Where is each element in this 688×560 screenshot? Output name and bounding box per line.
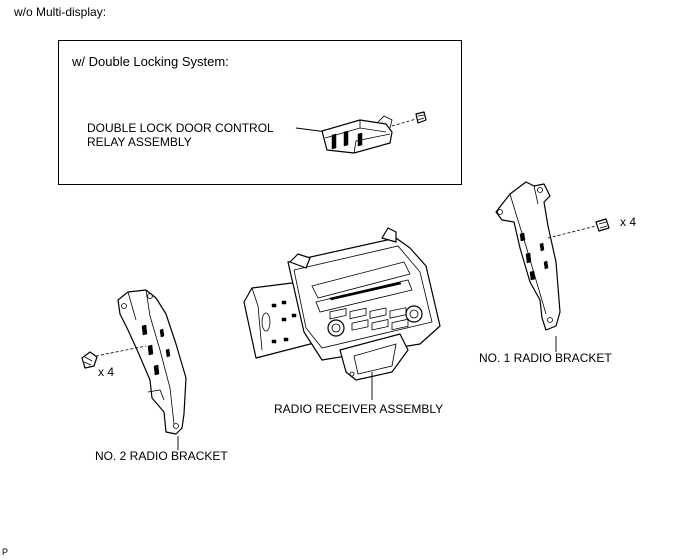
receiver-display [311,261,411,299]
relay-body [321,119,393,154]
no1-screw-qty: x 4 [620,215,637,229]
no2-bracket-label: NO. 2 RADIO BRACKET [95,449,228,463]
relay-tab [377,115,393,129]
corner-mark: P [2,547,9,557]
relay-label-line1: DOUBLE LOCK DOOR CONTROL [87,121,274,135]
receiver-faceplate [287,237,441,361]
inset-frame [58,40,462,185]
no2-bracket-body [117,289,187,435]
receiver-chassis-holes [271,300,297,344]
inset-title: w/ Double Locking System: [72,54,229,69]
condition-label: w/o Multi-display: [14,5,107,19]
receiver-left-knob [327,319,345,337]
no1-screw-axis [547,225,597,239]
relay-screw-axis [391,118,417,127]
no2-screw-qty: x 4 [98,365,115,379]
no1-bracket-holes [519,232,549,281]
no1-bracket-label: NO. 1 RADIO BRACKET [479,351,612,365]
relay-slots [331,130,363,150]
receiver-right-knob [405,305,423,323]
no2-radio-bracket [81,289,187,450]
receiver-top-tab [381,227,397,243]
no2-bracket-holes [141,324,171,376]
radio-receiver-label: RADIO RECEIVER ASSEMBLY [274,402,444,416]
relay-edges [324,120,391,154]
no2-screw-axis [95,345,147,357]
relay-label-line2: RELAY ASSEMBLY [87,135,192,149]
no1-radio-bracket [495,181,610,352]
no1-screw-icon [595,218,610,232]
receiver-buttons [329,307,409,331]
relay-assembly [295,111,427,154]
relay-screw-icon [415,111,427,124]
radio-receiver-assembly [243,227,441,400]
